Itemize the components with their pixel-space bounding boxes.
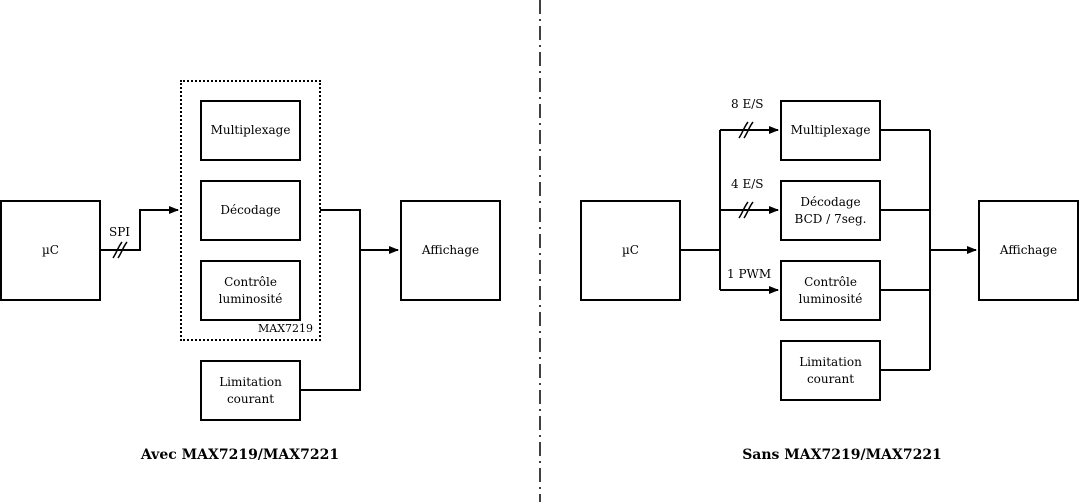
affichage-label: Affichage bbox=[421, 243, 480, 257]
controle-label: Contrôle bbox=[804, 274, 857, 289]
spi-label: SPI bbox=[109, 225, 131, 239]
multiplexage-label: Multiplexage bbox=[790, 123, 871, 137]
decodage-block: Décodage bbox=[200, 180, 301, 241]
uc-label: µC bbox=[42, 243, 59, 257]
multiplexage-block: Multiplexage bbox=[200, 100, 301, 161]
uc-block: µC bbox=[0, 200, 101, 301]
right-caption: Sans MAX7219/MAX7221 bbox=[742, 447, 942, 463]
max7219-label: MAX7219 bbox=[258, 322, 314, 335]
multiplexage-block: Multiplexage bbox=[780, 100, 881, 161]
luminosite-label: luminosité bbox=[798, 291, 863, 306]
bcd-7seg-label: BCD / 7seg. bbox=[794, 211, 867, 226]
uc-label: µC bbox=[622, 243, 639, 257]
affichage-label: Affichage bbox=[999, 243, 1058, 257]
controle-label: Contrôle bbox=[224, 274, 277, 289]
decodage-bcd-block: Décodage BCD / 7seg. bbox=[780, 180, 881, 241]
controle-luminosite-block: Contrôle luminosité bbox=[780, 260, 881, 321]
bus-break-icon bbox=[738, 121, 754, 219]
multiplexage-label: Multiplexage bbox=[210, 123, 291, 137]
limitation-out-line bbox=[300, 250, 361, 391]
limitation-courant-block: Limitation courant bbox=[200, 360, 301, 421]
io-controle-label: 1 PWM bbox=[727, 267, 772, 281]
courant-label: courant bbox=[806, 371, 855, 386]
affichage-block: Affichage bbox=[978, 200, 1079, 301]
spi-line bbox=[100, 206, 179, 251]
luminosite-label: luminosité bbox=[218, 291, 283, 306]
limitation-label: Limitation bbox=[799, 354, 862, 369]
bus-break-icon bbox=[112, 241, 128, 259]
limitation-label: Limitation bbox=[219, 374, 282, 389]
left-caption: Avec MAX7219/MAX7221 bbox=[140, 447, 340, 463]
uc-block: µC bbox=[580, 200, 681, 301]
controle-luminosite-block: Contrôle luminosité bbox=[200, 260, 301, 321]
affichage-block: Affichage bbox=[400, 200, 501, 301]
max7219-group bbox=[180, 80, 321, 341]
io-decodage-label: 4 E/S bbox=[731, 177, 764, 191]
limitation-courant-block: Limitation courant bbox=[780, 340, 881, 401]
io-multiplexage-label: 8 E/S bbox=[731, 97, 764, 111]
decodage-label: Décodage bbox=[220, 203, 281, 217]
courant-label: courant bbox=[226, 391, 275, 406]
decodage-label: Décodage bbox=[800, 194, 861, 209]
group-out-line bbox=[320, 209, 361, 250]
